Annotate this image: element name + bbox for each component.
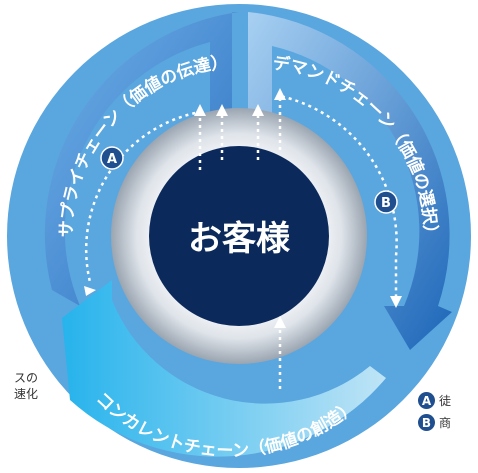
marker-b — [374, 190, 398, 214]
supply-chain-arc — [44, 12, 244, 306]
arrow-head — [274, 88, 286, 100]
side-note: スの 速化 — [14, 370, 38, 402]
legend-text-b: 商 — [439, 416, 452, 430]
center-circle — [149, 146, 329, 326]
legend-badge-b: B — [418, 414, 435, 431]
arrow-head — [274, 316, 286, 328]
flow-arrows — [84, 94, 398, 390]
marker-a-letter: A — [107, 152, 117, 167]
marker-a — [100, 146, 124, 170]
arrow-head — [194, 104, 206, 116]
legend-badge-a: A — [418, 392, 435, 409]
side-note-line2: 速化 — [14, 387, 39, 401]
demand-chain-arc — [248, 12, 452, 350]
legend-item-a: A 徒 — [418, 392, 451, 409]
marker-b-letter: B — [381, 196, 391, 211]
arrow-head — [84, 286, 96, 296]
flow-arrow-b — [278, 94, 398, 296]
arrow-head — [390, 296, 402, 308]
concurrent-chain-arc — [62, 280, 386, 457]
center-label: お客様 — [188, 219, 291, 259]
arrow-heads — [84, 88, 402, 328]
arrow-head — [252, 104, 264, 116]
legend-text-a: 徒 — [439, 394, 452, 408]
side-note-line1: スの — [14, 371, 39, 385]
legend-item-b: B 商 — [418, 414, 451, 431]
arrow-head — [216, 104, 228, 116]
